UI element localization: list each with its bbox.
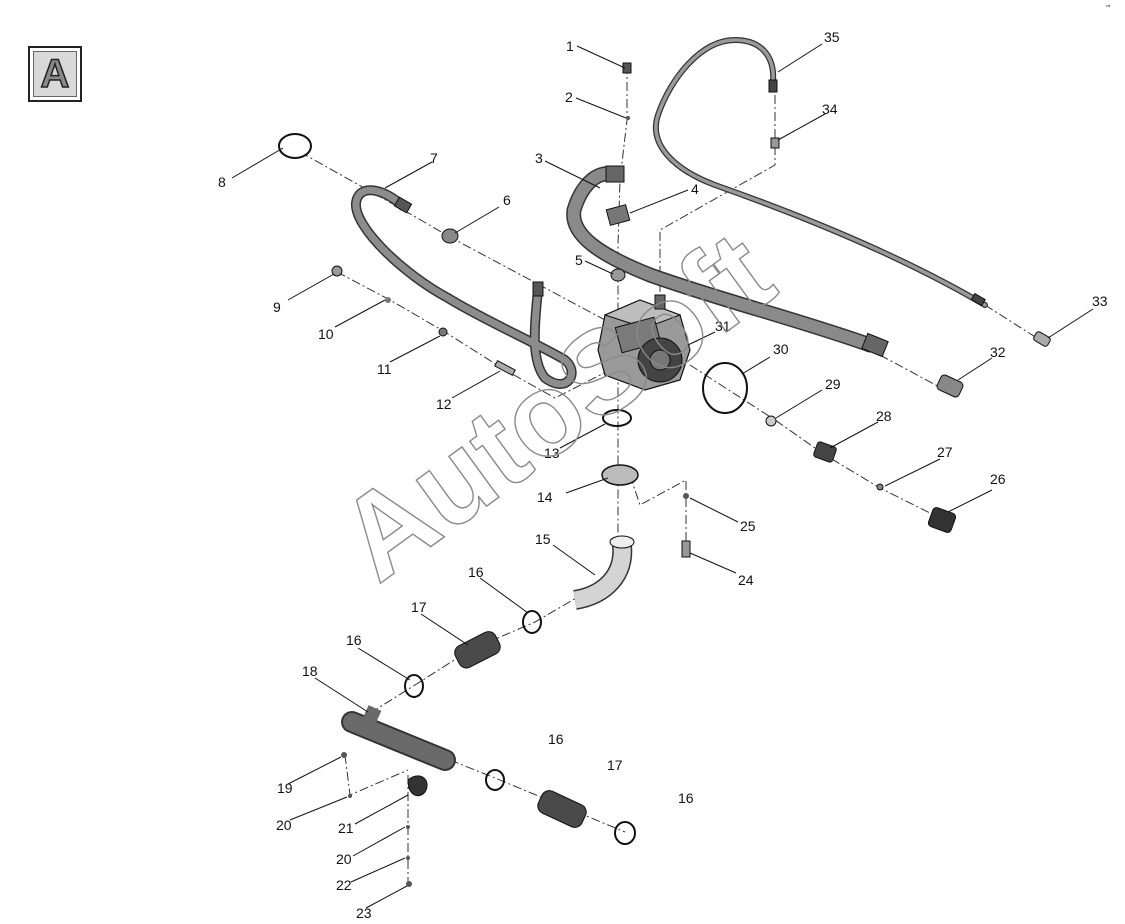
callout-15: 15 xyxy=(535,531,551,547)
washer-20-b xyxy=(406,825,410,829)
callout-5: 5 xyxy=(575,252,583,268)
washer-27 xyxy=(876,483,884,491)
bolt-24 xyxy=(681,540,691,558)
callout-6: 6 xyxy=(503,192,511,208)
hose-7 xyxy=(351,185,577,389)
nipple-34 xyxy=(770,137,780,149)
callout-12: 12 xyxy=(436,396,452,412)
callout-34: 34 xyxy=(822,101,838,117)
o-ring-8 xyxy=(278,133,312,159)
centerline-pipe-18 xyxy=(449,759,626,833)
nut-6 xyxy=(441,228,459,244)
centerline-outlet xyxy=(689,364,941,519)
fitting-32 xyxy=(936,374,964,398)
clamp-16-a xyxy=(522,610,542,634)
callout-30: 30 xyxy=(773,341,789,357)
centerline-bolts-9-12 xyxy=(336,271,611,399)
callout-21: 21 xyxy=(338,820,354,836)
centerline-hose-7 xyxy=(299,151,606,321)
sleeve-17-b xyxy=(537,790,587,828)
centerline-fitting-33 xyxy=(984,304,1041,341)
callout-3: 3 xyxy=(535,150,543,166)
nut-28 xyxy=(813,441,837,463)
fitting-4 xyxy=(605,204,631,226)
nut-5 xyxy=(610,268,626,282)
centerline-fitting-32 xyxy=(879,354,946,391)
view-badge-letter: A xyxy=(40,51,70,97)
centerline-bolt-19 xyxy=(344,754,409,796)
callout-labels: 1 2 3 4 5 6 7 8 9 10 11 12 13 14 15 16 1… xyxy=(218,29,1108,921)
clamp-16-d xyxy=(614,821,636,845)
cap-26 xyxy=(927,507,957,533)
callout-16-a: 16 xyxy=(468,564,484,580)
callout-31: 31 xyxy=(715,318,731,334)
callout-24: 24 xyxy=(738,572,754,588)
callout-14: 14 xyxy=(537,489,553,505)
callout-4: 4 xyxy=(691,181,699,197)
centerline-hose-35 xyxy=(659,95,776,300)
leader-lines xyxy=(231,43,1094,909)
elbow-15 xyxy=(572,535,635,610)
fitting-33 xyxy=(1033,331,1051,347)
bolt-9 xyxy=(331,265,343,277)
bolt-1 xyxy=(622,62,632,74)
clamp-16-c xyxy=(485,769,505,791)
callout-19: 19 xyxy=(277,780,293,796)
callout-8: 8 xyxy=(218,174,226,190)
centerline-bracket xyxy=(629,474,687,550)
callout-27: 27 xyxy=(937,444,953,460)
callout-2: 2 xyxy=(565,89,573,105)
washer-20-a xyxy=(348,794,352,798)
pump-body-31 xyxy=(597,294,691,391)
o-ring-30 xyxy=(702,362,748,414)
washer-25 xyxy=(683,493,689,499)
hose-35 xyxy=(653,36,988,308)
washer-2 xyxy=(626,116,630,120)
callout-32: 32 xyxy=(990,344,1006,360)
bolt-19 xyxy=(341,752,347,758)
washer-29 xyxy=(765,415,777,427)
callout-10: 10 xyxy=(318,326,334,342)
clamp-14 xyxy=(601,464,639,486)
watermark: AutoSoft xyxy=(316,206,797,606)
callout-35: 35 xyxy=(824,29,840,45)
callout-16-d: 16 xyxy=(678,790,694,806)
washer-10 xyxy=(385,297,391,303)
callout-17-a: 17 xyxy=(411,599,427,615)
sleeve-17-a xyxy=(454,631,501,669)
callout-1: 1 xyxy=(566,38,574,54)
callout-26: 26 xyxy=(990,471,1006,487)
callout-9: 9 xyxy=(273,299,281,315)
callout-16-c: 16 xyxy=(548,731,564,747)
callout-13: 13 xyxy=(544,445,560,461)
callout-16-b: 16 xyxy=(346,632,362,648)
corner-mark: ′″ xyxy=(1106,4,1111,13)
stud-12 xyxy=(494,359,516,377)
bracket-21 xyxy=(407,775,428,797)
nut-23 xyxy=(406,881,412,887)
o-ring-13 xyxy=(602,409,632,427)
callout-18: 18 xyxy=(302,663,318,679)
callout-20-b: 20 xyxy=(336,851,352,867)
callout-29: 29 xyxy=(825,376,841,392)
pipe-18 xyxy=(341,705,456,771)
callout-7: 7 xyxy=(430,150,438,166)
callout-22: 22 xyxy=(336,877,352,893)
callout-17-b: 17 xyxy=(607,757,623,773)
callout-28: 28 xyxy=(876,408,892,424)
callout-23: 23 xyxy=(356,905,372,921)
hose-3 xyxy=(566,165,889,358)
washer-22 xyxy=(406,856,410,860)
callout-11: 11 xyxy=(377,361,392,377)
callout-33: 33 xyxy=(1092,293,1108,309)
clamp-16-b xyxy=(404,674,424,698)
view-badge: A xyxy=(28,46,82,102)
callout-20-a: 20 xyxy=(276,817,292,833)
view-badge-inner: A xyxy=(33,51,77,97)
callout-25: 25 xyxy=(740,518,756,534)
nut-11 xyxy=(438,327,448,337)
